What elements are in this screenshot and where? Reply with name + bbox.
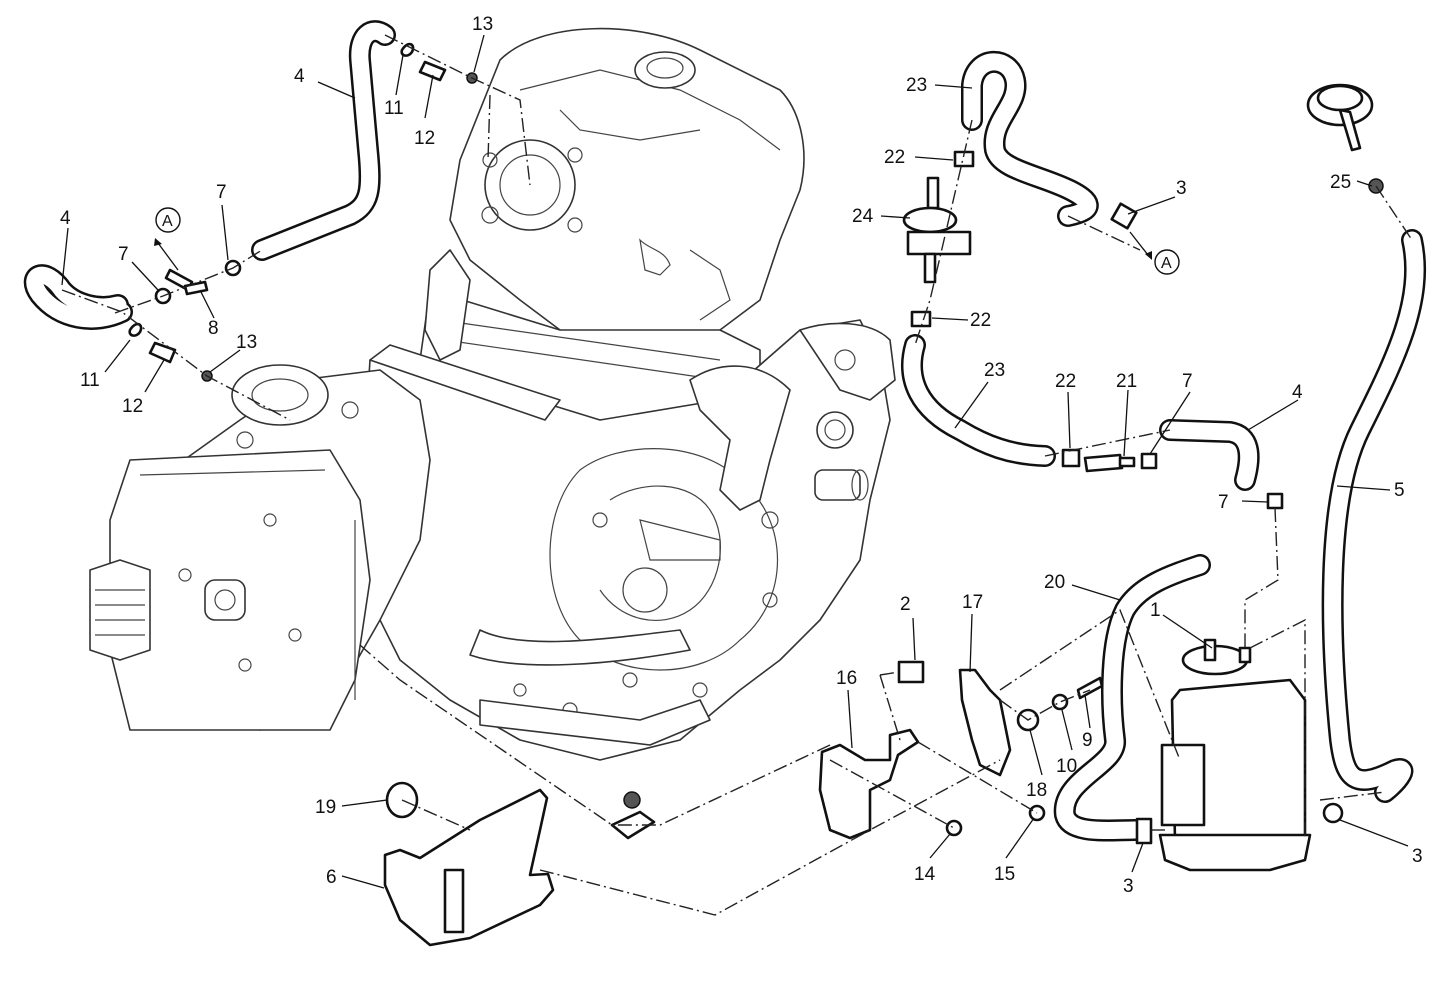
assembly-lines (61, 34, 1413, 916)
callout-3: 3 (1176, 178, 1187, 199)
callout-13: 13 (472, 14, 493, 35)
callout-9: 9 (1082, 730, 1093, 751)
hoses (23, 20, 1426, 842)
connector-2 (897, 660, 925, 684)
callout-11: 11 (80, 370, 100, 391)
callout-22: 22 (970, 310, 991, 331)
reference-marker-letter: A (162, 213, 173, 230)
hose-4-upper (251, 20, 396, 261)
clamp-3-right (1322, 802, 1344, 824)
hose-4-right (1159, 419, 1260, 491)
callout-5: 5 (1394, 480, 1405, 501)
screw-9 (1076, 676, 1104, 700)
callout-7: 7 (1182, 371, 1193, 392)
callout-7: 7 (118, 244, 129, 265)
screw-14 (945, 819, 963, 837)
engine-assembly (89, 27, 896, 761)
fitting-12-lower (148, 341, 177, 364)
reference-marker-letter: A (1161, 255, 1172, 272)
callout-labels: 4 4 11 12 13 7 7 8 11 12 13 23 22 24 3 2… (60, 14, 1423, 897)
callout-13: 13 (236, 332, 257, 353)
callout-24: 24 (852, 206, 874, 227)
callout-21: 21 (1116, 371, 1137, 392)
callout-22: 22 (884, 147, 905, 168)
callout-23: 23 (984, 360, 1005, 381)
callout-8: 8 (208, 318, 219, 339)
fitting-21 (1083, 453, 1124, 473)
vent-valve-25 (1306, 83, 1384, 194)
callout-2: 2 (900, 594, 911, 615)
callout-11: 11 (384, 98, 404, 119)
callout-12: 12 (414, 128, 435, 149)
clamp-7-right-lower (1266, 492, 1284, 510)
callout-23: 23 (906, 75, 927, 96)
callout-18: 18 (1026, 780, 1047, 801)
small-parts (128, 42, 1384, 947)
reference-marker-right: A (1129, 231, 1180, 275)
callout-15: 15 (994, 864, 1015, 885)
hose-4-left (23, 264, 133, 330)
callout-20: 20 (1044, 572, 1065, 593)
callout-19: 19 (315, 797, 336, 818)
callout-3: 3 (1123, 876, 1134, 897)
clamp-22-lower (1061, 448, 1081, 468)
hose-23-upper (961, 50, 1099, 227)
callout-7: 7 (1218, 492, 1229, 513)
callout-22: 22 (1055, 371, 1076, 392)
bracket-16 (818, 728, 920, 840)
callout-7: 7 (216, 182, 227, 203)
hose-20 (1053, 554, 1211, 842)
fitting-12-upper (418, 60, 447, 82)
callout-25: 25 (1330, 172, 1351, 193)
callout-6: 6 (326, 867, 337, 888)
clamp-3-bottom (1135, 817, 1153, 845)
callout-14: 14 (914, 864, 936, 885)
hose-5 (1321, 229, 1426, 803)
callout-17: 17 (962, 592, 983, 613)
callout-12: 12 (122, 396, 143, 417)
callout-3: 3 (1412, 846, 1423, 867)
reference-marker-upper-left: A (154, 207, 181, 271)
callout-10: 10 (1056, 756, 1077, 777)
bottom-fitting (610, 810, 656, 840)
cover-6-slot (443, 868, 465, 934)
callout-4: 4 (60, 208, 71, 229)
callout-1: 1 (1150, 600, 1161, 621)
canister-1 (1158, 638, 1312, 872)
callout-4: 4 (294, 66, 305, 87)
hose-23-lower (901, 334, 1056, 467)
washer-10 (1051, 693, 1069, 711)
cover-6 (383, 788, 555, 947)
callout-16: 16 (836, 668, 857, 689)
valve-24 (902, 176, 972, 284)
callout-leaders (61, 34, 1409, 889)
clip-11-lower (128, 322, 143, 337)
bracket-17 (958, 668, 1012, 777)
clamp-7-right-upper (1140, 452, 1158, 470)
callout-4: 4 (1292, 382, 1303, 403)
clamp-3-upper (1110, 202, 1138, 230)
clamp-22-mid (910, 310, 932, 328)
